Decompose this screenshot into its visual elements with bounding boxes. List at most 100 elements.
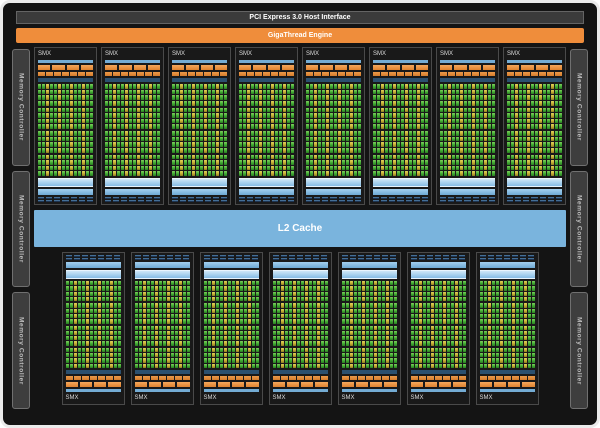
cuda-core-cell xyxy=(324,358,328,363)
cuda-core-cell xyxy=(141,89,144,95)
texture-unit-segment xyxy=(81,255,88,257)
dp-unit-cell xyxy=(154,308,158,313)
cuda-core-cell xyxy=(373,154,376,160)
cuda-core-cell xyxy=(231,281,235,286)
dispatch-unit-segment xyxy=(448,72,455,76)
dp-unit-cell xyxy=(113,131,116,136)
cuda-core-cell xyxy=(354,95,357,100)
cuda-core-cell xyxy=(354,131,357,136)
dp-unit-cell xyxy=(551,107,554,113)
texture-unit-segment xyxy=(426,255,433,257)
dp-unit-cell xyxy=(418,325,422,330)
cuda-core-cell xyxy=(255,147,258,153)
dp-unit-cell xyxy=(283,107,286,113)
texture-unit-segment xyxy=(547,200,554,202)
cuda-core-cell xyxy=(146,291,150,296)
cuda-core-cell xyxy=(468,107,471,113)
dp-unit-cell xyxy=(97,303,101,308)
cuda-core-cell xyxy=(483,353,487,358)
cuda-core-cell xyxy=(515,330,519,336)
dp-unit-cell xyxy=(405,160,408,165)
dispatch-unit-segment xyxy=(62,72,69,76)
dp-unit-cell xyxy=(430,358,434,363)
cuda-core-cell xyxy=(150,319,154,324)
cuda-core-cell xyxy=(62,89,65,95)
dp-unit-cell xyxy=(211,363,215,368)
dp-unit-cell xyxy=(448,113,451,118)
dp-unit-cell xyxy=(125,171,128,176)
cuda-core-cell xyxy=(272,358,276,363)
cuda-core-cell xyxy=(434,313,438,319)
cuda-core-cell xyxy=(113,281,117,286)
cuda-core-cell xyxy=(334,171,337,176)
dp-unit-cell xyxy=(154,296,158,302)
dispatch-unit-row xyxy=(134,376,190,380)
cuda-core-cell xyxy=(389,160,392,165)
cuda-core-cell xyxy=(69,313,73,319)
cuda-core-cell xyxy=(341,325,345,330)
dp-unit-cell xyxy=(247,291,251,296)
dp-unit-cell xyxy=(484,136,487,142)
texture-units-subrow xyxy=(410,255,466,257)
cuda-core-cell xyxy=(385,100,388,106)
cuda-core-cell xyxy=(157,171,160,176)
dispatch-unit-segment xyxy=(531,72,538,76)
dp-unit-cell xyxy=(539,100,542,106)
dp-unit-cell xyxy=(113,124,116,129)
dp-unit-cell xyxy=(82,113,85,118)
cuda-core-cell xyxy=(507,330,511,336)
cuda-core-cell xyxy=(519,319,523,324)
cuda-core-cell xyxy=(272,303,276,308)
cuda-core-cell xyxy=(174,330,178,336)
cuda-core-cell xyxy=(422,308,426,313)
cuda-core-cell xyxy=(121,113,124,118)
dp-unit-cell xyxy=(292,325,296,330)
cuda-core-cell xyxy=(231,313,235,319)
cuda-core-cell xyxy=(101,291,105,296)
cuda-core-cell xyxy=(275,171,278,176)
cuda-core-cell xyxy=(450,336,454,341)
texture-unit-segment xyxy=(252,255,259,257)
texture-unit-segment xyxy=(121,200,128,202)
warp-scheduler-segment xyxy=(239,65,252,70)
dp-unit-cell xyxy=(247,347,251,353)
dp-unit-cell xyxy=(430,291,434,296)
cuda-core-cell xyxy=(93,296,97,302)
dp-unit-cell xyxy=(417,147,420,153)
dp-unit-cell xyxy=(154,330,158,336)
cuda-core-cell xyxy=(365,358,369,363)
dp-unit-cell xyxy=(448,89,451,95)
cuda-core-cell xyxy=(196,142,199,147)
dp-unit-cell xyxy=(385,303,389,308)
cuda-core-cell xyxy=(555,113,558,118)
dp-unit-cell xyxy=(349,296,353,302)
cuda-core-cell xyxy=(345,313,349,319)
dp-unit-cell xyxy=(393,131,396,136)
cuda-core-cell xyxy=(89,336,93,341)
dp-unit-cell xyxy=(178,313,182,319)
texture-unit-segment xyxy=(145,200,152,202)
cuda-core-cell xyxy=(153,131,156,136)
cuda-core-cell xyxy=(527,358,531,363)
cuda-core-cell xyxy=(284,286,288,291)
cuda-core-cell xyxy=(239,147,242,153)
cuda-core-cell xyxy=(141,84,144,89)
cuda-core-cell xyxy=(86,142,89,147)
cuda-core-cell xyxy=(138,303,142,308)
dp-unit-cell xyxy=(125,89,128,95)
cuda-core-cell xyxy=(231,336,235,341)
warp-scheduler-segment xyxy=(52,65,65,70)
cuda-core-cell xyxy=(184,113,187,118)
warp-scheduler-segment xyxy=(80,65,93,70)
dp-unit-cell xyxy=(448,165,451,171)
cuda-core-cell xyxy=(170,313,174,319)
cuda-core-cell xyxy=(69,336,73,341)
cuda-core-cell xyxy=(145,131,148,136)
cuda-core-cell xyxy=(196,171,199,176)
cuda-core-cell xyxy=(322,100,325,106)
cuda-core-cell xyxy=(330,89,333,95)
cuda-core-cell xyxy=(279,100,282,106)
cuda-core-cell xyxy=(243,160,246,165)
dp-unit-cell xyxy=(137,154,140,160)
